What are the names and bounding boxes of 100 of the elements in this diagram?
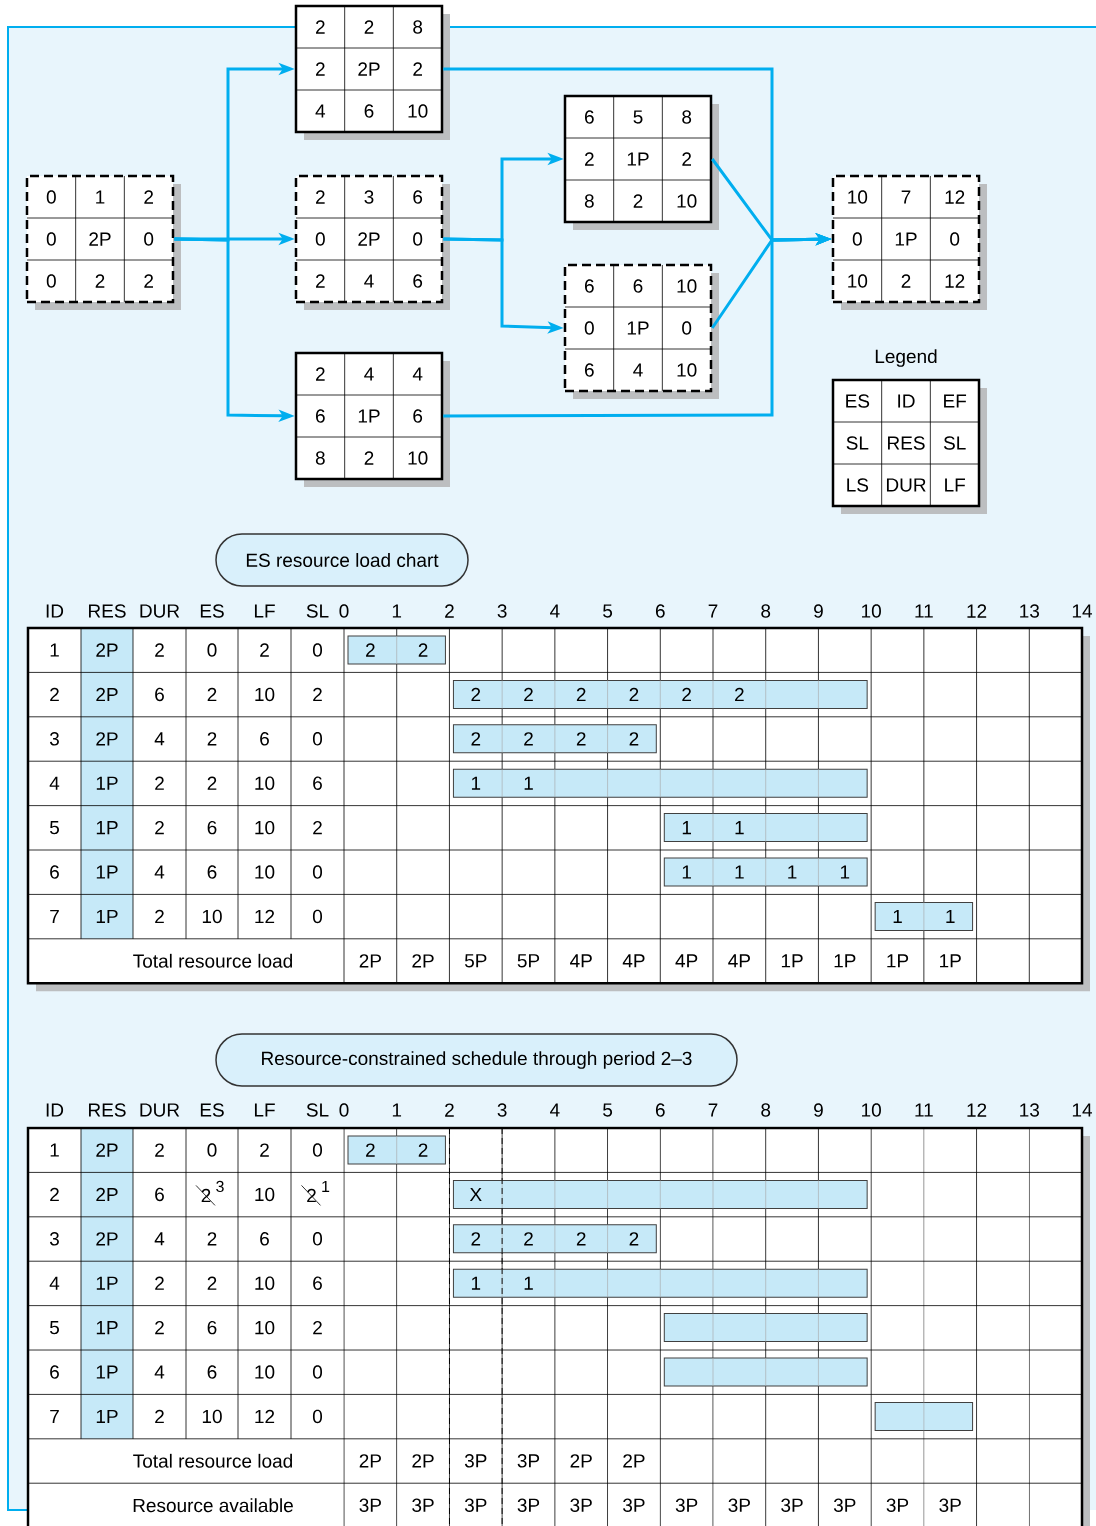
bar-value: 2: [471, 687, 481, 702]
load-value: 2P: [359, 954, 381, 968]
cell-value: 6: [207, 1320, 217, 1335]
load-value: 3P: [939, 1498, 961, 1512]
cell-value: 10: [255, 1320, 275, 1335]
cell-value: 2: [260, 643, 269, 657]
cell-value: 4: [154, 1365, 165, 1379]
cell-value: 0: [312, 643, 323, 657]
bar-value: 2: [682, 687, 691, 702]
bar-value: 1: [682, 821, 691, 835]
cell-value: 6: [260, 732, 269, 746]
activity-box: 0 1 2 0 2P 0 0 2 2: [25, 174, 181, 310]
cell-value: 7: [50, 1409, 59, 1423]
load-value: 5P: [464, 954, 487, 968]
superscript-value: 3: [216, 1180, 224, 1193]
column-header: ID: [46, 1103, 64, 1117]
period-number: 11: [915, 1103, 933, 1117]
cell-value: 6: [313, 776, 322, 790]
cell-value: 5: [49, 821, 59, 835]
cell-value: 4: [49, 1276, 60, 1290]
period-number: 9: [814, 1103, 823, 1117]
struck-value: 2: [301, 1185, 321, 1206]
bar-value: 2: [471, 732, 481, 746]
bar-value: 1: [788, 865, 797, 879]
cell-value: 10: [255, 1276, 275, 1290]
column-header: ES: [200, 1103, 224, 1117]
bar-value: 2: [471, 1232, 481, 1246]
load-value: 1P: [940, 954, 961, 968]
bar-value: 1: [840, 865, 850, 879]
period-number: 4: [550, 604, 560, 618]
cell-value: 2P: [96, 732, 118, 746]
bar-value: 1: [682, 865, 691, 879]
cell-value: 2: [313, 821, 322, 835]
load-value: 2P: [412, 954, 434, 968]
bar-value: 2: [524, 1232, 533, 1246]
cell-value: 2: [207, 1276, 217, 1290]
cell-value: 2: [313, 687, 322, 702]
cell-value: 1P: [96, 776, 118, 790]
cell-value: 2: [155, 1276, 164, 1290]
bar-value: 1: [946, 909, 955, 923]
cell-value: 10: [255, 776, 275, 790]
load-value: 1P: [834, 954, 856, 968]
cell-value: 3: [49, 1232, 59, 1246]
period-number: 11: [915, 604, 933, 618]
cell-value: 0: [312, 1232, 323, 1246]
cell-value: 6: [260, 1232, 269, 1246]
load-value: 3P: [781, 1498, 803, 1512]
period-number: 13: [1020, 1103, 1039, 1117]
load-value: 3P: [623, 1498, 645, 1512]
bar-value: 1: [471, 1276, 481, 1290]
period-number: 12: [967, 1103, 987, 1117]
load-value: 2P: [412, 1454, 434, 1468]
cell-value: 2: [207, 687, 217, 702]
bar-value: 2: [524, 687, 533, 702]
period-number: 9: [814, 604, 823, 618]
column-header: RES: [89, 1103, 126, 1117]
cell-value: 10: [202, 909, 222, 924]
bar-value: 2: [524, 732, 533, 746]
cell-value: 2P: [96, 1143, 118, 1157]
activity-box: 6 5 8 2 1P 2 8 2 10: [563, 94, 719, 230]
cell-value: 4: [154, 1232, 165, 1246]
load-value: 2P: [359, 1454, 381, 1468]
bar-value: 2: [418, 1143, 428, 1157]
cell-value: 4: [154, 732, 165, 746]
load-value: 4P: [675, 954, 698, 968]
load-value: 3P: [570, 1498, 592, 1512]
bar-value: 1: [735, 821, 744, 835]
period-number: 6: [655, 604, 665, 618]
cell-value: 2: [155, 643, 164, 657]
bar-value: 2: [576, 687, 586, 702]
cell-value: 2: [155, 1409, 164, 1424]
bar-value: 1: [471, 776, 481, 790]
cell-value: 1P: [96, 821, 118, 835]
load-value: 1P: [781, 954, 803, 968]
load-value: 3P: [886, 1498, 909, 1512]
cell-value: 1P: [96, 1409, 118, 1423]
cell-value: 0: [312, 1365, 323, 1379]
bar-value: 2: [366, 643, 375, 657]
cell-value: 0: [312, 1143, 323, 1157]
cell-value: 2: [260, 1143, 269, 1157]
period-number: 3: [497, 604, 507, 618]
cell-value: 2P: [96, 1187, 118, 1202]
cell-value: 2: [50, 687, 59, 702]
cell-value: 0: [312, 909, 323, 924]
cell-value: 6: [207, 1365, 217, 1379]
cell-value: 1: [50, 643, 59, 657]
cell-value: 2: [313, 1321, 322, 1335]
bar-value: 2: [629, 732, 639, 746]
bar-value: 2: [629, 687, 639, 702]
cell-value: 0: [312, 1409, 323, 1424]
period-number: 8: [761, 604, 771, 618]
column-header: DUR: [140, 604, 180, 618]
cell-value: 2: [207, 732, 217, 746]
cell-value: 0: [312, 732, 323, 746]
cell-value: 6: [50, 1365, 59, 1379]
period-number: 13: [1020, 604, 1039, 618]
cell-value: 1P: [96, 1365, 118, 1379]
load-value: 5P: [517, 954, 540, 968]
period-number: 8: [761, 1103, 771, 1117]
load-value: 3P: [412, 1498, 434, 1512]
